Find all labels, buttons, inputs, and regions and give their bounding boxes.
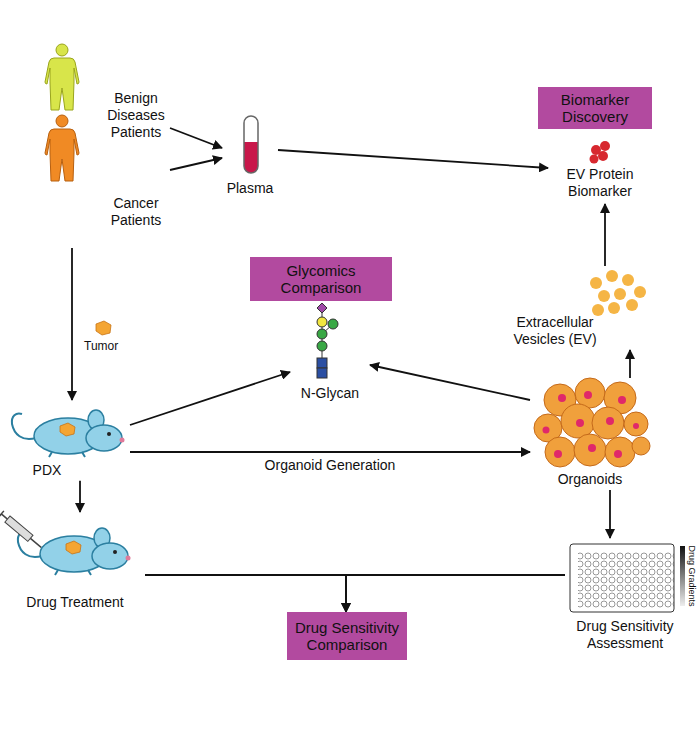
node-text: Drug Treatment: [5, 594, 145, 611]
biomarker-dots: [590, 141, 611, 164]
text-block: EV Protein Biomarker: [548, 166, 652, 200]
vesicles: [590, 270, 646, 316]
text-block: N-Glycan: [290, 385, 370, 402]
node-text: Plasma: [222, 180, 278, 197]
organoid-cluster: [534, 378, 650, 467]
node-text: Glycomics Comparison: [256, 262, 386, 297]
node-text: N-Glycan: [290, 385, 370, 402]
arrow-connector: [278, 150, 548, 168]
text-block: Drug Treatment: [5, 594, 145, 611]
arrow-connector: [130, 451, 530, 453]
text-block: Extracellular Vesicles (EV): [495, 314, 615, 348]
node-text: Drug Sensitivity Comparison: [293, 619, 401, 654]
mouse-treatment: Drug Treatment: [5, 512, 145, 613]
treated-mouse: [18, 528, 131, 575]
text-block: Plasma: [222, 180, 278, 197]
text-block: Organoids: [530, 471, 650, 488]
plasma-tube: [244, 116, 258, 173]
tumor-piece: [96, 321, 111, 335]
tumor-label: Tumor: [84, 340, 118, 353]
node-text: Drug Sensitivity Assessment: [565, 618, 685, 652]
patient-group: Benign Diseases Patients: [30, 42, 170, 142]
node-text: Biomarker Discovery: [544, 91, 646, 126]
arrow-connector: [629, 350, 631, 378]
n-glycan-symbol: [317, 303, 338, 378]
sample-tube: Plasma: [222, 112, 278, 199]
text-block: PDX: [27, 462, 67, 479]
arrow-connector: [609, 490, 611, 538]
arrow-connector: [145, 575, 346, 612]
mouse-model: PDX: [5, 400, 130, 481]
node-text: EV Protein Biomarker: [548, 166, 652, 200]
plate-assay: Drug Sensitivity Assessment: [565, 538, 695, 654]
cancer-patient-figure: [45, 115, 79, 181]
glycan-item: N-Glycan: [290, 303, 370, 405]
well-plate: [570, 544, 685, 612]
pdx-mouse: [12, 410, 125, 457]
edge-label: Organoid Generation: [262, 457, 399, 473]
arrow-connector: [604, 204, 606, 266]
biomarker-item: EV Protein Biomarker: [548, 140, 652, 204]
arrow-connector: [71, 248, 73, 400]
process-box: Glycomics Comparison: [250, 257, 392, 301]
vesicle-item: Extracellular Vesicles (EV): [495, 266, 645, 350]
arrow-connector: [130, 372, 290, 425]
node-text: Organoids: [530, 471, 650, 488]
arrow-connector: [170, 128, 222, 148]
node-text: Benign Diseases Patients: [100, 90, 172, 140]
arrow-connector: [79, 481, 81, 512]
node-text: PDX: [27, 462, 67, 479]
text-block: Cancer Patients: [100, 195, 172, 229]
text-block: Benign Diseases Patients: [100, 90, 172, 140]
process-box: Drug Sensitivity Comparison: [287, 612, 407, 660]
organoid-item: Organoids: [530, 378, 650, 490]
text-block: Drug Sensitivity Assessment: [565, 618, 685, 652]
process-box: Biomarker Discovery: [538, 87, 652, 130]
node-text: Cancer Patients: [100, 195, 172, 229]
arrow-connector: [370, 365, 530, 400]
node-text: Extracellular Vesicles (EV): [495, 314, 615, 348]
patient-group: Cancer Patients: [30, 113, 170, 248]
arrow-connector: [346, 575, 565, 612]
benign-patient-figure: [45, 44, 79, 110]
arrow-connector: [170, 158, 222, 170]
axis-label: Drug Gradients: [686, 545, 696, 606]
syringe: [0, 511, 44, 551]
